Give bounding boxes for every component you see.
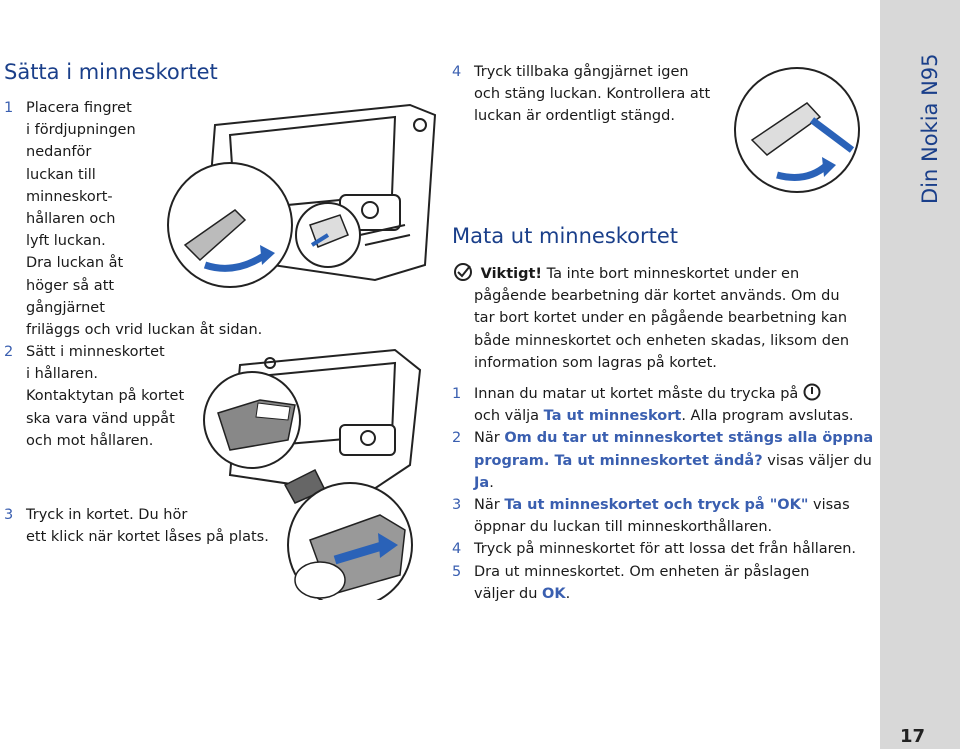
step-number: 5 xyxy=(452,563,462,580)
step-text: . xyxy=(565,585,571,602)
eject-step-2-cont: program. Ta ut minneskortet ändå? visas … xyxy=(452,450,877,494)
step-line: ska vara vänd uppåt xyxy=(26,410,175,427)
phone-open-door-illustration xyxy=(167,103,437,288)
sidebar-band xyxy=(880,0,960,749)
step-line: nedanför xyxy=(26,144,92,161)
step-line: Tryck in kortet. Du hör xyxy=(26,507,188,523)
heading-insert-card: Sätta i minneskortet xyxy=(4,60,218,84)
sidebar-title: Din Nokia N95 xyxy=(918,53,942,204)
eject-step-3: 3 När Ta ut minneskortet och tryck på "OK… xyxy=(452,494,877,516)
step-line: lyft luckan. xyxy=(26,233,106,250)
step-text: När xyxy=(474,497,505,514)
step-line: gångjärnet xyxy=(26,299,105,316)
step-number: 2 xyxy=(452,430,462,447)
step-line: i fördjupningen xyxy=(26,122,136,139)
step-line: hållaren och xyxy=(26,211,116,228)
eject-step-4: 4 Tryck på minneskortet för att lossa det… xyxy=(452,538,877,560)
step-line: ett klick när kortet låses på plats. xyxy=(26,529,269,546)
step-line: Kontaktytan på kortet xyxy=(26,388,185,405)
eject-step-2: 2 När Om du tar ut minneskortet stängs al… xyxy=(452,427,877,449)
step-line: Sätt i minneskortet xyxy=(26,344,165,360)
warning-note: Viktigt! Ta inte bort minneskortet under… xyxy=(452,262,872,374)
dialog-text: program. Ta ut minneskortet ändå? xyxy=(474,452,763,469)
step-text: Dra ut minneskortet. Om enheten är påsla… xyxy=(474,563,810,580)
step-line: friläggs och vrid luckan åt sidan. xyxy=(26,322,263,339)
step-line: Placera fingret xyxy=(26,100,132,116)
step-line: och stäng luckan. Kontrollera att xyxy=(474,86,711,103)
step-2: 2 Sätt i minneskortet i hållaren. Kontakt… xyxy=(4,341,224,452)
step-number: 3 xyxy=(4,507,14,523)
step-text: visas väljer du xyxy=(762,452,872,469)
menu-option: OK xyxy=(542,585,566,602)
step-text: . xyxy=(489,474,494,491)
step-number: 4 xyxy=(452,541,462,558)
step-number: 1 xyxy=(452,386,462,402)
warning-line: pågående bearbetning där kortet används.… xyxy=(474,288,840,305)
dialog-text: Ta ut minneskortet och tryck på "OK" xyxy=(504,497,809,514)
step-line: och mot hållaren. xyxy=(26,432,154,449)
step-line: luckan till xyxy=(26,166,96,183)
step-text: När xyxy=(474,430,505,447)
step-text: . Alla program avslutas. xyxy=(681,408,854,425)
eject-step-3-cont: öppnar du luckan till minneskorthållaren… xyxy=(474,519,773,536)
eject-step-5: 5 Dra ut minneskortet. Om enheten är påsl… xyxy=(452,561,877,583)
step-number: 1 xyxy=(4,100,14,116)
step-3: 3 Tryck in kortet. Du hör ett klick när k… xyxy=(4,504,304,548)
warning-text: Ta inte bort minneskortet under en xyxy=(546,266,800,282)
step-text: och välja xyxy=(474,408,544,425)
step-text: Innan du matar ut kortet måste du trycka… xyxy=(474,386,799,402)
step-number: 2 xyxy=(4,344,14,360)
warning-label: Viktigt! xyxy=(480,266,543,282)
step-line: höger så att xyxy=(26,277,115,294)
eject-steps: 1 Innan du matar ut kortet måste du tryck… xyxy=(452,383,877,605)
step-line: Dra luckan åt xyxy=(26,255,124,272)
step-text: väljer du xyxy=(474,585,543,602)
eject-step-1: 1 Innan du matar ut kortet måste du tryck… xyxy=(452,383,877,405)
dialog-text: Om du tar ut minneskortet stängs alla öp… xyxy=(504,430,874,447)
step-4-close: 4 Tryck tillbaka gångjärnet igen och stän… xyxy=(452,61,742,128)
power-key-icon xyxy=(803,383,821,401)
step-line: luckan är ordentligt stängd. xyxy=(474,108,675,125)
page-number: 17 xyxy=(900,726,926,747)
menu-option: Ta ut minneskort xyxy=(543,408,682,425)
phone-insert-card-illustration xyxy=(203,348,422,600)
step-text: Tryck på minneskortet för att lossa det … xyxy=(474,541,857,558)
step-text: visas xyxy=(808,497,850,514)
warning-line: både minneskortet och enheten skadas, li… xyxy=(474,332,850,349)
step-line: Tryck tillbaka gångjärnet igen xyxy=(474,64,689,80)
warning-line: information som lagras på kortet. xyxy=(474,354,717,371)
eject-step-5-cont: väljer du OK. xyxy=(452,583,877,605)
heading-eject-card: Mata ut minneskortet xyxy=(452,224,679,248)
step-number: 4 xyxy=(452,64,462,80)
step-line: minneskort- xyxy=(26,188,113,205)
eject-step-1-cont: och välja Ta ut minneskort. Alla program… xyxy=(452,405,877,427)
step-1: 1 Placera fingret i fördjupningen nedanfö… xyxy=(4,97,284,341)
step-line: i hållaren. xyxy=(26,366,99,383)
step-number: 3 xyxy=(452,497,462,514)
close-door-illustration xyxy=(734,67,860,193)
menu-option: Ja xyxy=(474,474,490,491)
warning-icon xyxy=(452,262,476,282)
warning-line: tar bort kortet under en pågående bearbe… xyxy=(474,310,848,327)
